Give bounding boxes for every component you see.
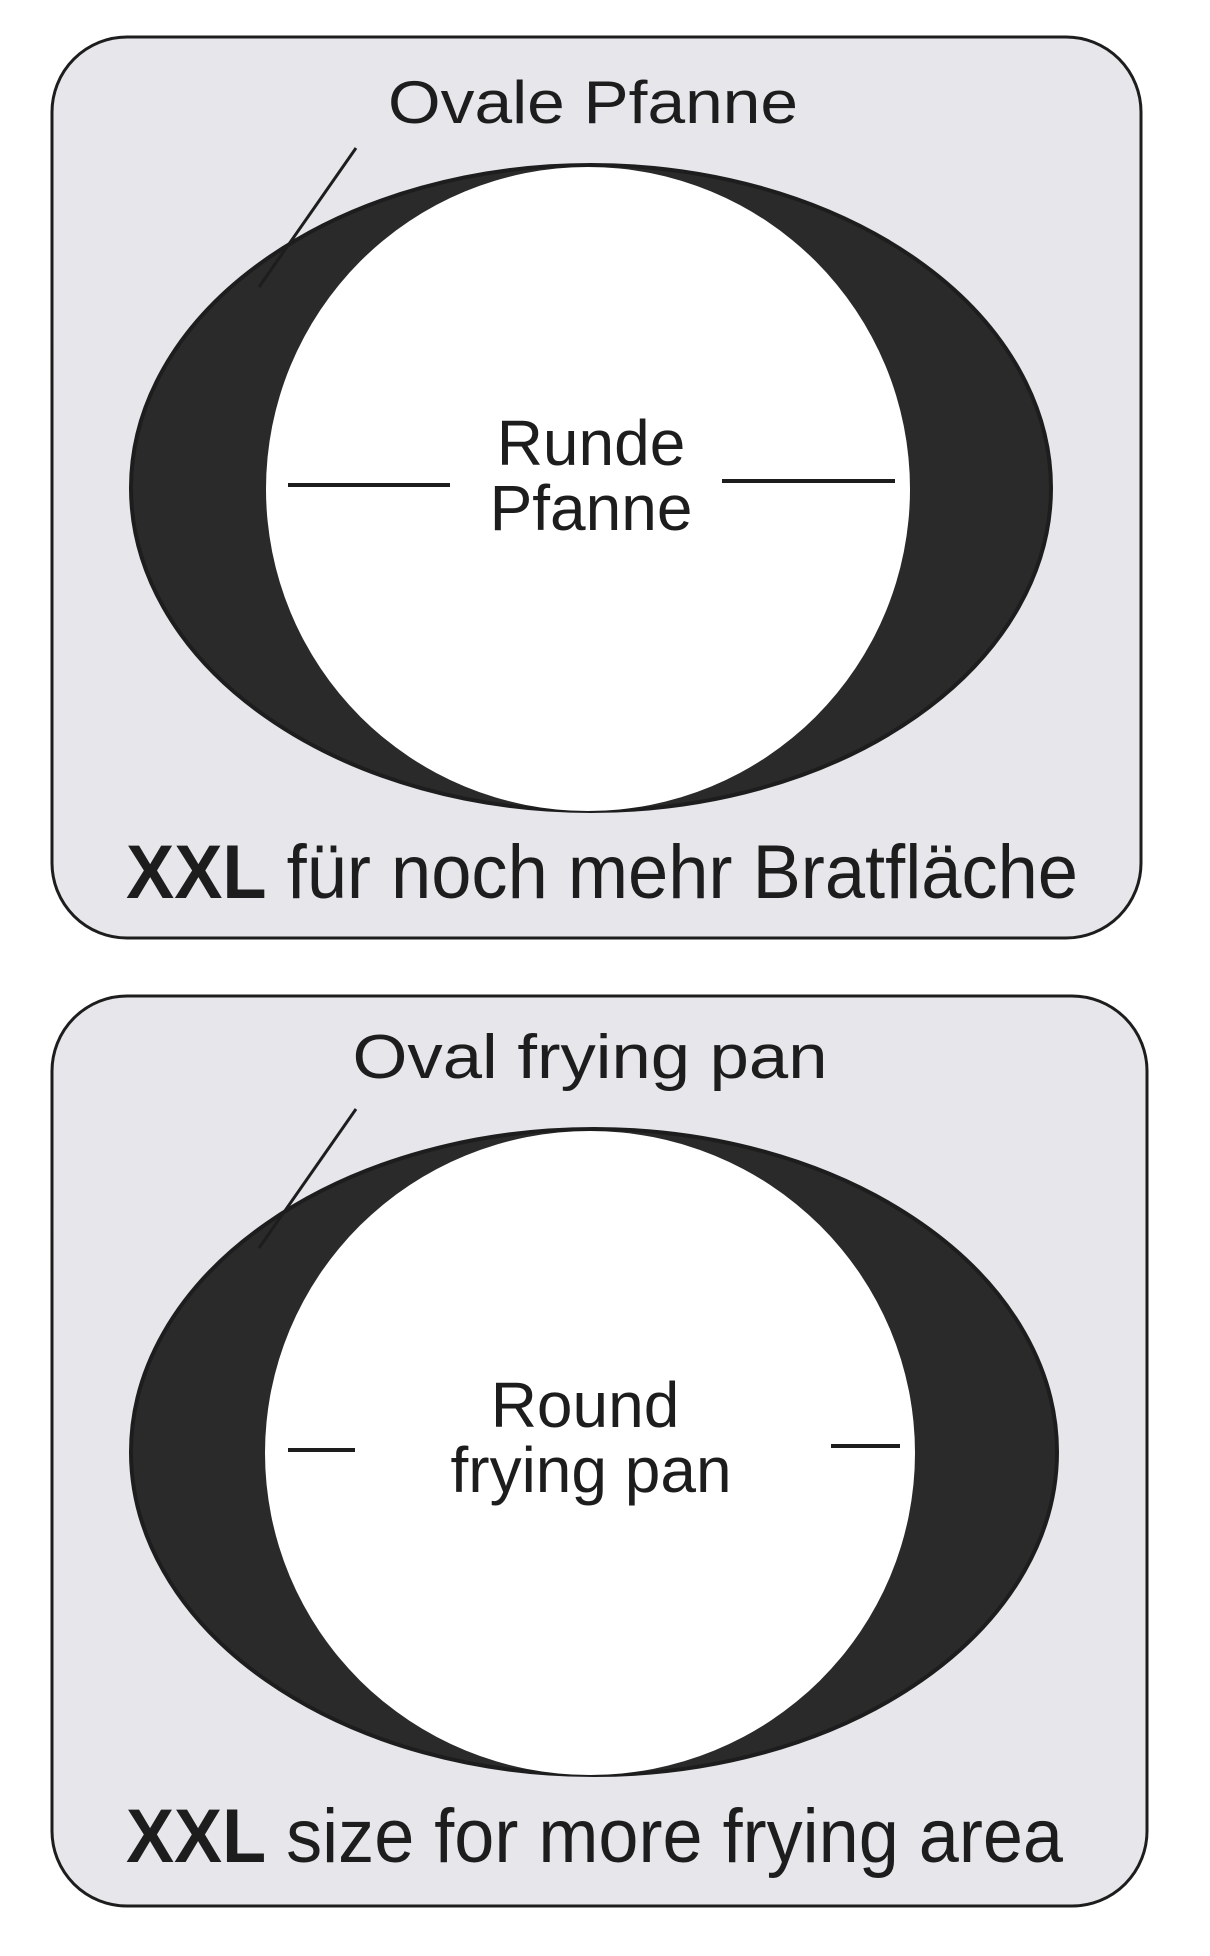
- round-pan-label-line2: frying pan: [450, 1434, 731, 1506]
- round-pan-label-line2: Pfanne: [490, 472, 693, 544]
- leader-line: [257, 147, 358, 288]
- caption-text: size for more frying area: [266, 1794, 1064, 1879]
- oval-pan-label: Ovale Pfanne: [388, 69, 798, 136]
- caption-xxl: XXL: [126, 830, 267, 915]
- caption: XXL für noch mehr Bratfläche: [126, 830, 1078, 915]
- round-pan-shape: [265, 1131, 915, 1775]
- caption-xxl: XXL: [126, 1794, 266, 1879]
- caption-text: für noch mehr Bratfläche: [267, 830, 1078, 915]
- leader-line: [257, 1108, 358, 1249]
- caption: XXL size for more frying area: [126, 1794, 1064, 1879]
- oval-pan-label: Oval frying pan: [353, 1023, 828, 1092]
- panel-german: Ovale Pfanne Runde Pfanne XXL für noch m…: [50, 35, 1143, 940]
- round-pan-shape: [266, 167, 910, 811]
- round-pan-label-line1: Runde: [497, 407, 686, 479]
- round-pan-label-line1: Round: [491, 1369, 680, 1441]
- panel-english: Oval frying pan Round frying pan XXL siz…: [50, 994, 1149, 1908]
